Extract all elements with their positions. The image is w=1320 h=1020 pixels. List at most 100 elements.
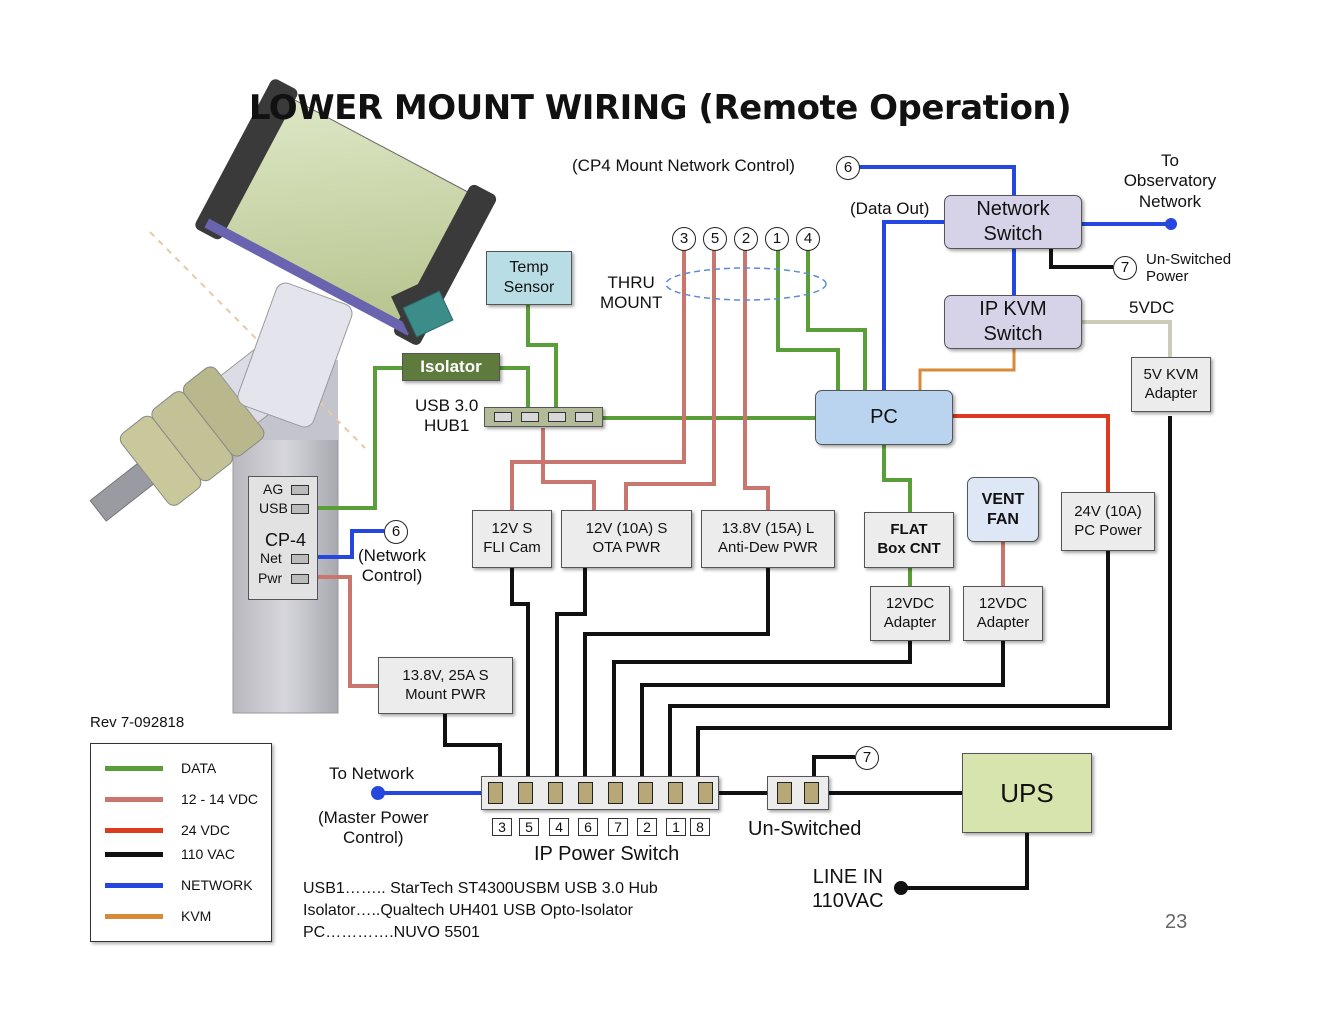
five-vdc-wire — [1082, 320, 1172, 357]
outlet — [547, 782, 563, 804]
usb-port — [575, 412, 593, 422]
ota-power-box: 12V (10A) S OTA PWR — [561, 510, 692, 568]
flat-adapter-box: 12VDC Adapter — [870, 586, 950, 641]
pc-box: PC — [815, 390, 953, 445]
thru-mount-connector: 3 — [672, 227, 696, 251]
ip-power-switch-label: IP Power Switch — [534, 843, 680, 865]
revision-label: Rev 7-092818 — [90, 714, 185, 731]
net-port-label: Net — [260, 550, 282, 566]
thru-mount-label: THRU MOUNT — [600, 273, 663, 313]
outlet — [577, 782, 593, 804]
usb-port-label: USB — [259, 500, 288, 516]
connector-6-circle: 6 — [384, 520, 408, 544]
outlet-number: 2 — [637, 818, 657, 836]
note-pc: PC………….NUVO 5501 — [303, 924, 480, 941]
legend-swatch — [105, 827, 163, 833]
connector-7-circle: 7 — [1113, 256, 1137, 280]
outlet-number: 5 — [519, 818, 539, 836]
pwr-port — [291, 574, 309, 584]
mount-power-box: 13.8V, 25A S Mount PWR — [378, 657, 513, 714]
ag-port-label: AG — [263, 481, 284, 497]
network-control-label: (Network Control) — [358, 546, 427, 586]
note-isolator: Isolator…..Qualtech UH401 USB Opto-Isola… — [303, 902, 633, 919]
kvm-adapter-box: 5V KVM Adapter — [1131, 357, 1211, 412]
five-vdc-label: 5VDC — [1129, 298, 1175, 317]
ups-box: UPS — [962, 753, 1092, 833]
usb-port — [494, 412, 512, 422]
outlet — [804, 782, 819, 804]
isolator-box: Isolator — [402, 353, 500, 381]
outlet — [637, 782, 653, 804]
outlet-number: 7 — [608, 818, 628, 836]
page-title: LOWER MOUNT WIRING (Remote Operation) — [248, 88, 1072, 128]
usb-hub — [484, 407, 603, 427]
data-wires — [318, 250, 912, 586]
dc24-wire — [953, 414, 1110, 492]
usb-port — [548, 412, 566, 422]
legend-label: NETWORK — [181, 877, 253, 893]
network-wires — [318, 165, 1170, 795]
legend-item: 12 - 14 VDC — [91, 791, 258, 807]
cp4-usb-port — [291, 504, 309, 514]
flat-box-controller: FLAT Box CNT — [864, 512, 954, 568]
ip-kvm-switch-box: IP KVM Switch — [944, 295, 1082, 349]
line-in-label: LINE IN 110VAC — [812, 866, 884, 912]
master-power-label: (Master Power Control) — [318, 808, 429, 848]
outlet-number: 3 — [492, 818, 512, 836]
data-out-label: (Data Out) — [850, 199, 930, 218]
thru-mount-connector: 4 — [796, 227, 820, 251]
legend-item: DATA — [91, 760, 216, 776]
to-network-label: To Network — [329, 764, 415, 783]
cp4-panel: AG USB CP-4 Net Pwr — [248, 476, 318, 600]
legend-item: 24 VDC — [91, 822, 230, 838]
thru-mount-connector: 2 — [734, 227, 758, 251]
outlet-number: 1 — [666, 818, 686, 836]
legend-label: 110 VAC — [181, 846, 235, 862]
note-usb-hub: USB1…….. StarTech ST4300USBM USB 3.0 Hub — [303, 880, 658, 897]
thru-mount-connector: 5 — [703, 227, 727, 251]
outlet — [777, 782, 792, 804]
outlet-number: 4 — [549, 818, 569, 836]
ag-port — [291, 485, 309, 495]
temp-sensor-box: Temp Sensor — [486, 251, 572, 305]
legend-label: 24 VDC — [181, 822, 231, 838]
legend-item: 110 VAC — [91, 846, 235, 862]
unswitched-strip — [767, 776, 829, 810]
cp4-network-label: (CP4 Mount Network Control) — [572, 156, 795, 175]
un-switched-label: Un-Switched — [748, 818, 862, 840]
legend-label: DATA — [181, 760, 217, 776]
anti-dew-power-box: 13.8V (15A) L Anti-Dew PWR — [701, 510, 835, 568]
legend: DATA 12 - 14 VDC 24 VDC 110 VAC NETWORK … — [90, 743, 272, 942]
cp4-title: CP-4 — [265, 530, 307, 550]
legend-swatch — [105, 851, 163, 857]
usb-hub-label: USB 3.0 HUB1 — [415, 396, 479, 436]
dc12-wires — [318, 250, 1005, 688]
outlet-number: 6 — [578, 818, 598, 836]
ip-power-switch — [481, 776, 719, 810]
legend-label: 12 - 14 VDC — [181, 791, 259, 807]
pwr-port-label: Pwr — [258, 570, 283, 586]
legend-item: NETWORK — [91, 877, 253, 893]
pc-power-box: 24V (10A) PC Power — [1061, 492, 1155, 551]
ac-wires — [443, 249, 1172, 890]
usb-port — [521, 412, 539, 422]
page-number: 23 — [1165, 911, 1188, 933]
legend-swatch — [105, 796, 163, 802]
legend-swatch — [105, 765, 163, 771]
fan-adapter-box: 12VDC Adapter — [963, 586, 1043, 641]
outlet — [697, 782, 713, 804]
unswitched-power-label: Un-Switched Power — [1146, 251, 1232, 286]
outlet-number: 8 — [690, 818, 710, 836]
outlet — [607, 782, 623, 804]
connector-6-circle: 6 — [836, 156, 860, 180]
network-switch-box: Network Switch — [944, 195, 1082, 249]
legend-swatch — [105, 882, 163, 888]
outlet — [667, 782, 683, 804]
to-observatory-label: To Observatory Network — [1123, 151, 1217, 211]
connector-7-circle: 7 — [855, 746, 879, 770]
thru-mount-connector: 1 — [765, 227, 789, 251]
telescope-illustration — [89, 79, 497, 714]
fli-cam-power-box: 12V S FLI Cam — [472, 510, 552, 568]
vent-fan-box: VENT FAN — [967, 477, 1039, 542]
